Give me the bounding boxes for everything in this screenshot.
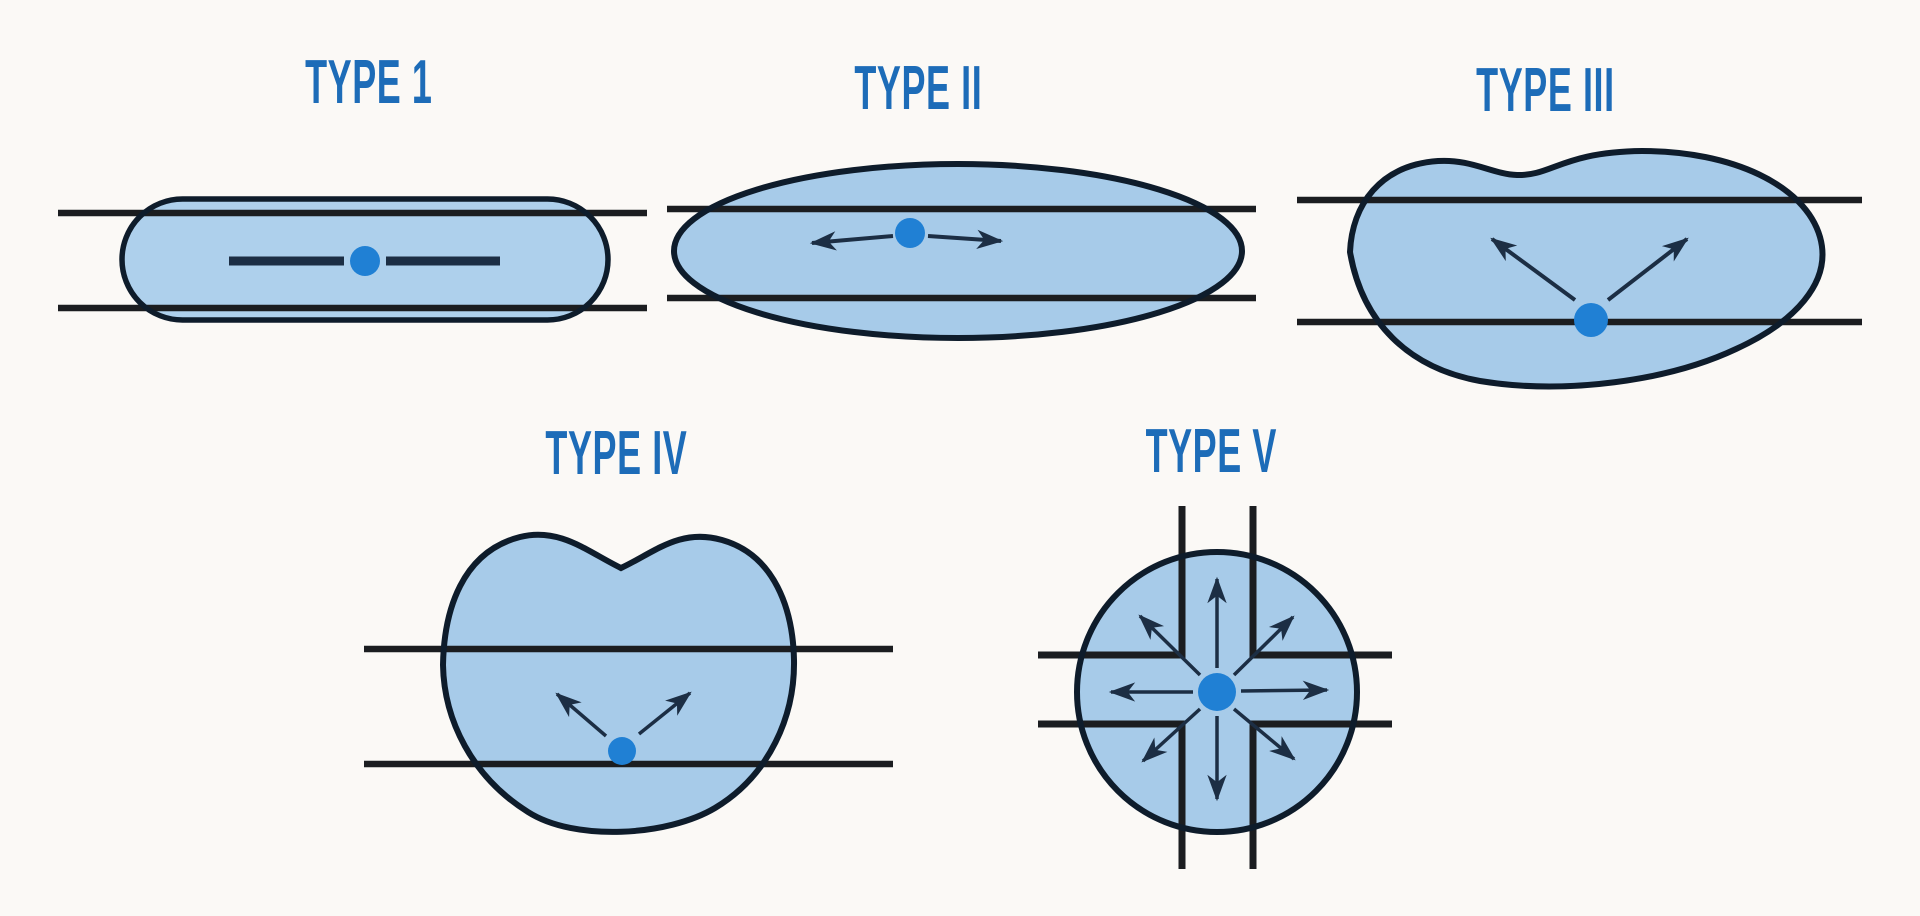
- panel-title-type-5-text: TYPE V: [1145, 417, 1277, 486]
- panel-title-type-4-text: TYPE IV: [545, 419, 687, 488]
- type-4-origin-dot: [608, 737, 636, 765]
- type-2-origin-dot: [895, 218, 925, 248]
- panel-title-type-4: TYPE IV: [436, 423, 796, 485]
- type-5-plate-grid: [1038, 506, 1392, 869]
- panel-title-type-1: TYPE 1: [189, 52, 549, 114]
- type-4-figure: [364, 531, 893, 835]
- type-5-origin-dot: [1198, 673, 1236, 711]
- type-2-left-arrow: [809, 231, 894, 251]
- type-3-upper-right-arrow: [1606, 237, 1689, 302]
- panel-title-type-1-text: TYPE 1: [305, 48, 433, 117]
- type-4-lesion-fill: [443, 534, 795, 832]
- type-5-up-right-arrow: [1232, 615, 1295, 677]
- type-5-up-left-arrow: [1138, 614, 1202, 677]
- type-3-origin-dot: [1574, 303, 1608, 337]
- panel-title-type-5: TYPE V: [1031, 421, 1391, 483]
- type-1-lesion-outline: [119, 196, 611, 323]
- type-5-lesion-outline: [1074, 549, 1360, 835]
- type-5-figure: [1038, 506, 1392, 869]
- type-1-origin-dot: [350, 246, 380, 276]
- type-5-down-left-arrow: [1141, 707, 1202, 763]
- type-5-right-arrow: [1240, 680, 1330, 700]
- panel-title-type-2: TYPE II: [738, 58, 1098, 120]
- type-4-lesion-outline: [439, 531, 798, 835]
- type-3-lesion-outline: [1346, 147, 1826, 390]
- type-2-lesion-outline: [671, 161, 1245, 341]
- type-2-right-arrow: [927, 229, 1004, 250]
- type-2-figure: [667, 161, 1256, 341]
- type-1-figure: [58, 196, 647, 323]
- type-5-down-right-arrow: [1232, 707, 1296, 761]
- type-4-upper-left-arrow: [555, 692, 608, 738]
- panel-title-type-3: TYPE III: [1365, 60, 1725, 122]
- panel-title-type-3-text: TYPE III: [1475, 56, 1615, 125]
- panel-title-type-2-text: TYPE II: [854, 54, 982, 123]
- type-4-upper-right-arrow: [637, 691, 692, 736]
- type-3-lesion-fill: [1350, 151, 1823, 387]
- type-5-radial-arrows: [1108, 576, 1330, 802]
- type-3-figure: [1297, 147, 1862, 390]
- type-3-upper-left-arrow: [1490, 237, 1577, 302]
